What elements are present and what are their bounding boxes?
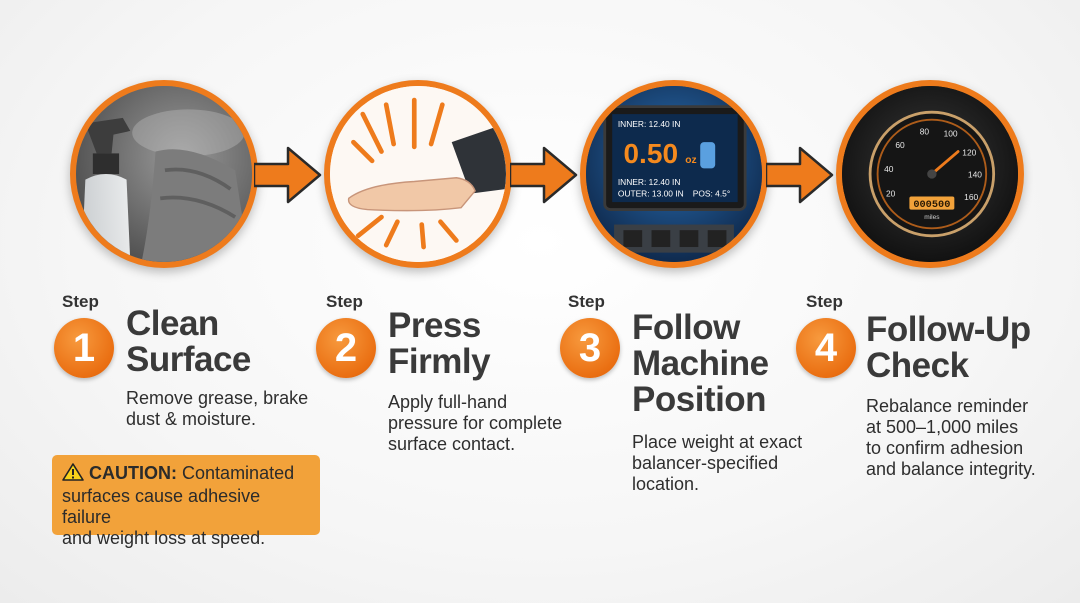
screen-unit: oz [685, 155, 696, 166]
caution-text: Contaminated [182, 463, 295, 483]
screen-inner: INNER: 12.40 IN [618, 177, 681, 187]
step4-desc-line: to confirm adhesion [866, 438, 1024, 458]
step4-title-line: Follow-Up [866, 310, 1031, 349]
step3-desc-line: Place weight at exact [632, 432, 803, 452]
screen-outer: OUTER: 13.00 IN [618, 188, 684, 198]
caution-line: surfaces cause adhesive failure [62, 486, 261, 527]
caution-line: CAUTION: Contaminated [62, 463, 310, 486]
step2-step-label: Step [326, 292, 363, 311]
step4-description: Rebalance reminder at 500–1,000 miles to… [866, 396, 1036, 480]
step2-number-badge: 2 [316, 318, 376, 378]
step3-title-line: Follow [632, 308, 740, 347]
spray-bottle-cloth-illustration [76, 86, 252, 262]
step1-image-clean-surface [70, 80, 258, 268]
step1-number-badge: 1 [54, 318, 114, 378]
gauge-tick-60: 60 [895, 140, 905, 150]
screen-big-value: 0.50 [623, 138, 678, 169]
speedometer-gauge: 20 40 60 80 100 120 140 160 000500 miles [842, 86, 1018, 262]
step1-description: Remove grease, brake dust & moisture. [126, 388, 308, 430]
gauge-tick-100: 100 [944, 129, 958, 139]
step3-number-badge: 3 [560, 318, 620, 378]
caution-box: CAUTION: Contaminated surfaces cause adh… [52, 455, 320, 548]
gauge-tick-80: 80 [920, 127, 930, 137]
step3-title-line: Machine [632, 344, 769, 383]
step4-number-badge: 4 [796, 318, 856, 378]
screen-top-line: INNER: 12.40 IN [618, 119, 681, 129]
arrow-right-icon [766, 146, 834, 204]
step2-desc-line: pressure for complete [388, 413, 563, 433]
step4-desc-line: at 500–1,000 miles [866, 417, 1019, 437]
hand-pressing-illustration [330, 86, 506, 262]
warning-triangle-icon [62, 463, 84, 486]
step2-desc-line: surface contact. [388, 434, 516, 454]
caution-label: CAUTION: [89, 463, 178, 483]
step2-desc-line: Apply full-hand [388, 392, 508, 412]
step2-title-line: Press [388, 306, 481, 345]
gauge-tick-120: 120 [962, 147, 976, 157]
wheel-balancer-display: INNER: 12.40 IN 0.50 oz INNER: 12.40 IN … [586, 86, 762, 262]
step3-step-label: Step [568, 292, 605, 311]
odometer-unit: miles [924, 214, 940, 221]
step1-title: Clean Surface [126, 306, 251, 378]
step2-description: Apply full-hand pressure for complete su… [388, 392, 562, 455]
step4-title-line: Check [866, 346, 969, 385]
step4-title: Follow-Up Check [866, 312, 1031, 384]
gauge-tick-20: 20 [886, 188, 896, 198]
step2-title-line: Firmly [388, 342, 491, 381]
step3-desc-line: location. [632, 474, 700, 494]
gauge-tick-160: 160 [964, 192, 978, 202]
step2-image-press-firmly [324, 80, 512, 268]
step4-desc-line: and balance integrity. [866, 459, 1036, 479]
gauge-tick-140: 140 [968, 170, 982, 180]
step1-desc-line: Remove grease, brake [126, 388, 309, 408]
step4-step-label: Step [806, 292, 843, 311]
caution-line: and weight loss at speed. [62, 528, 266, 548]
step3-title-line: Position [632, 380, 767, 419]
gauge-tick-40: 40 [884, 164, 894, 174]
step1-title-line: Surface [126, 340, 251, 379]
step3-title: Follow Machine Position [632, 310, 769, 418]
step1-step-label: Step [62, 292, 99, 311]
step3-description: Place weight at exact balancer-specified… [632, 432, 802, 495]
arrow-right-icon [254, 146, 322, 204]
arrow-right-icon [510, 146, 578, 204]
step4-desc-line: Rebalance reminder [866, 396, 1029, 416]
step3-desc-line: balancer-specified [632, 453, 779, 473]
step3-image-balancer-screen: INNER: 12.40 IN 0.50 oz INNER: 12.40 IN … [580, 80, 768, 268]
step4-image-odometer: 20 40 60 80 100 120 140 160 000500 miles [836, 80, 1024, 268]
step1-desc-line: dust & moisture. [126, 409, 257, 429]
step1-title-line: Clean [126, 304, 219, 343]
step2-title: Press Firmly [388, 306, 491, 381]
odometer-value: 000500 [913, 199, 950, 211]
screen-pos: POS: 4.5° [693, 188, 730, 198]
